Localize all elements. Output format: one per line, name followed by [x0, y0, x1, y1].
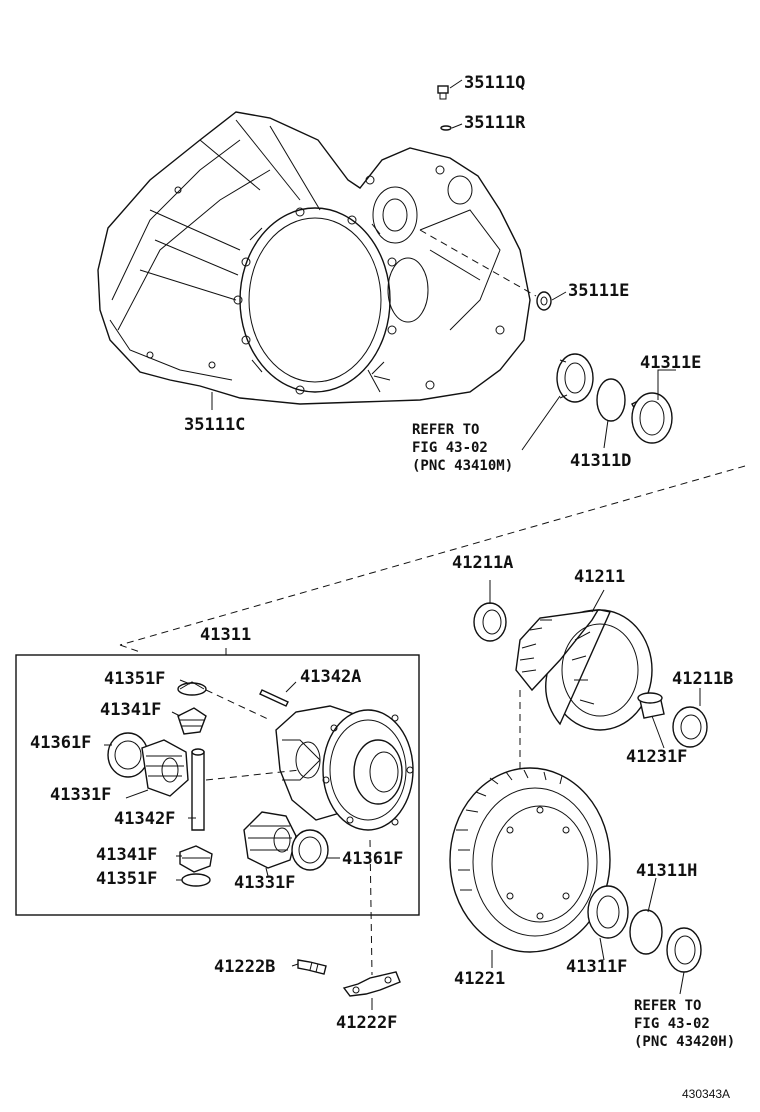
label-41222f: 41222F: [336, 1013, 397, 1033]
washer-41351f-top-drawing: [177, 681, 207, 696]
diff-case-drawing: [275, 705, 414, 831]
label-41341f-top: 41341F: [100, 700, 161, 720]
bearing-41311f-drawing: [587, 885, 629, 939]
label-41351f-top: 41351F: [104, 669, 165, 689]
label-41231f: 41231F: [626, 747, 687, 767]
ref-upper-line1: REFER TO: [412, 422, 479, 438]
bearing-ref-43420h-drawing: [666, 927, 702, 973]
shaft-41342f-drawing: [191, 748, 205, 831]
label-41361f-right: 41361F: [342, 849, 403, 869]
label-41331f-left: 41331F: [50, 785, 111, 805]
plug-35111q-drawing: [437, 85, 449, 100]
label-41361f-left: 41361F: [30, 733, 91, 753]
ring-gear-41221-drawing: [449, 767, 611, 953]
leader-35111e-dashed: [419, 229, 537, 297]
label-41222b: 41222B: [214, 957, 275, 977]
ref-lower-line3: (PNC 43420H): [634, 1034, 735, 1050]
ref-lower-line2: FIG 43-02: [634, 1016, 710, 1032]
washer-41361f-left-drawing: [107, 732, 149, 778]
shim-41311h-drawing: [629, 909, 663, 955]
bolt-41222b-drawing: [297, 959, 327, 975]
label-41311h: 41311H: [636, 861, 697, 881]
ref-lower-line1: REFER TO: [634, 998, 701, 1014]
seal-41211a-drawing: [473, 602, 507, 642]
leader-lines: [104, 79, 701, 1010]
oring-35111r-drawing: [440, 125, 452, 131]
label-41311: 41311: [200, 625, 251, 645]
side-gear-41331f-right-drawing: [243, 811, 297, 869]
label-41211: 41211: [574, 567, 625, 587]
side-gear-41331f-left-drawing: [141, 739, 189, 797]
pinion-41341f-bottom-drawing: [179, 845, 213, 873]
shim-41311d-drawing: [596, 378, 626, 422]
label-35111e: 35111E: [568, 281, 629, 301]
label-35111q: 35111Q: [464, 73, 525, 93]
washer-41361f-right-drawing: [291, 829, 329, 871]
label-35111r: 35111R: [464, 113, 526, 133]
label-41331f-right: 41331F: [234, 873, 295, 893]
label-35111c: 35111C: [184, 415, 245, 435]
label-41311d: 41311D: [570, 451, 631, 471]
ref-upper-line2: FIG 43-02: [412, 440, 488, 456]
label-41342a: 41342A: [300, 667, 361, 687]
figure-code: 430343A: [682, 1087, 730, 1101]
lock-plate-41222f-drawing: [342, 971, 401, 997]
bearing-ref-43410m-drawing: [556, 353, 594, 403]
label-41351f-bottom: 41351F: [96, 869, 157, 889]
label-41221: 41221: [454, 969, 505, 989]
drive-gear-41211-drawing: [515, 609, 653, 731]
diff-case-subassembly-box: [15, 654, 420, 916]
label-41211a: 41211A: [452, 553, 513, 573]
ring-35111e-drawing: [536, 291, 552, 311]
pinion-41341f-top-drawing: [177, 707, 207, 735]
gear-41231f-drawing: [637, 692, 665, 719]
dashed-link-41311e-to-box: [119, 465, 746, 646]
pin-41342a-drawing: [259, 689, 289, 707]
label-41341f-bottom: 41341F: [96, 845, 157, 865]
label-41311f: 41311F: [566, 957, 627, 977]
label-41311e: 41311E: [640, 353, 701, 373]
ref-upper-line3: (PNC 43410M): [412, 458, 513, 474]
transaxle-housing-drawing: [97, 111, 531, 405]
bearing-race-41311e-drawing: [631, 392, 673, 444]
washer-41351f-bottom-drawing: [181, 873, 211, 887]
bearing-41211b-drawing: [672, 706, 708, 748]
label-41211b: 41211B: [672, 669, 733, 689]
label-41342f: 41342F: [114, 809, 175, 829]
